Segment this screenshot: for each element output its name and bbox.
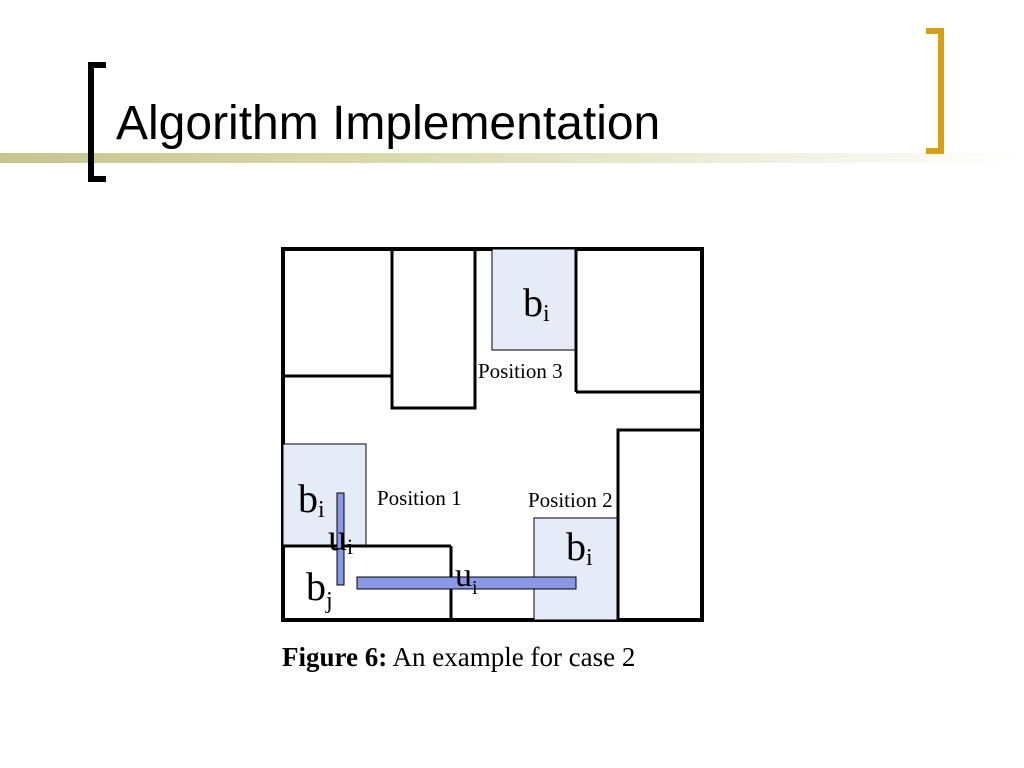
label-position-3: Position 3 <box>478 359 563 383</box>
label-bj: bj <box>306 564 333 614</box>
label-position-2: Position 2 <box>528 488 613 512</box>
right-bracket-decoration <box>926 28 944 154</box>
left-bracket-decoration <box>88 62 106 182</box>
block-bi-top <box>491 248 577 351</box>
label-bi-top: bi <box>523 280 550 327</box>
figure-caption: Figure 6: An example for case 2 <box>282 642 635 673</box>
label-bi-right: bi <box>566 524 593 571</box>
label-ui-horizontal: ui <box>455 557 478 599</box>
block-bi-left <box>282 443 367 547</box>
label-position-1: Position 1 <box>377 486 462 510</box>
title-underline-bar <box>0 153 1024 163</box>
unit-ui-vertical <box>336 492 345 586</box>
label-bi-left: bi <box>298 476 325 523</box>
label-ui-vertical: ui <box>328 517 353 559</box>
caption-text: An example for case 2 <box>392 642 636 672</box>
module-right <box>616 428 704 622</box>
slide-title: Algorithm Implementation <box>116 97 661 150</box>
module-upper-middle <box>390 247 477 410</box>
unit-ui-horizontal <box>356 576 577 590</box>
caption-prefix: Figure 6: <box>282 642 388 672</box>
